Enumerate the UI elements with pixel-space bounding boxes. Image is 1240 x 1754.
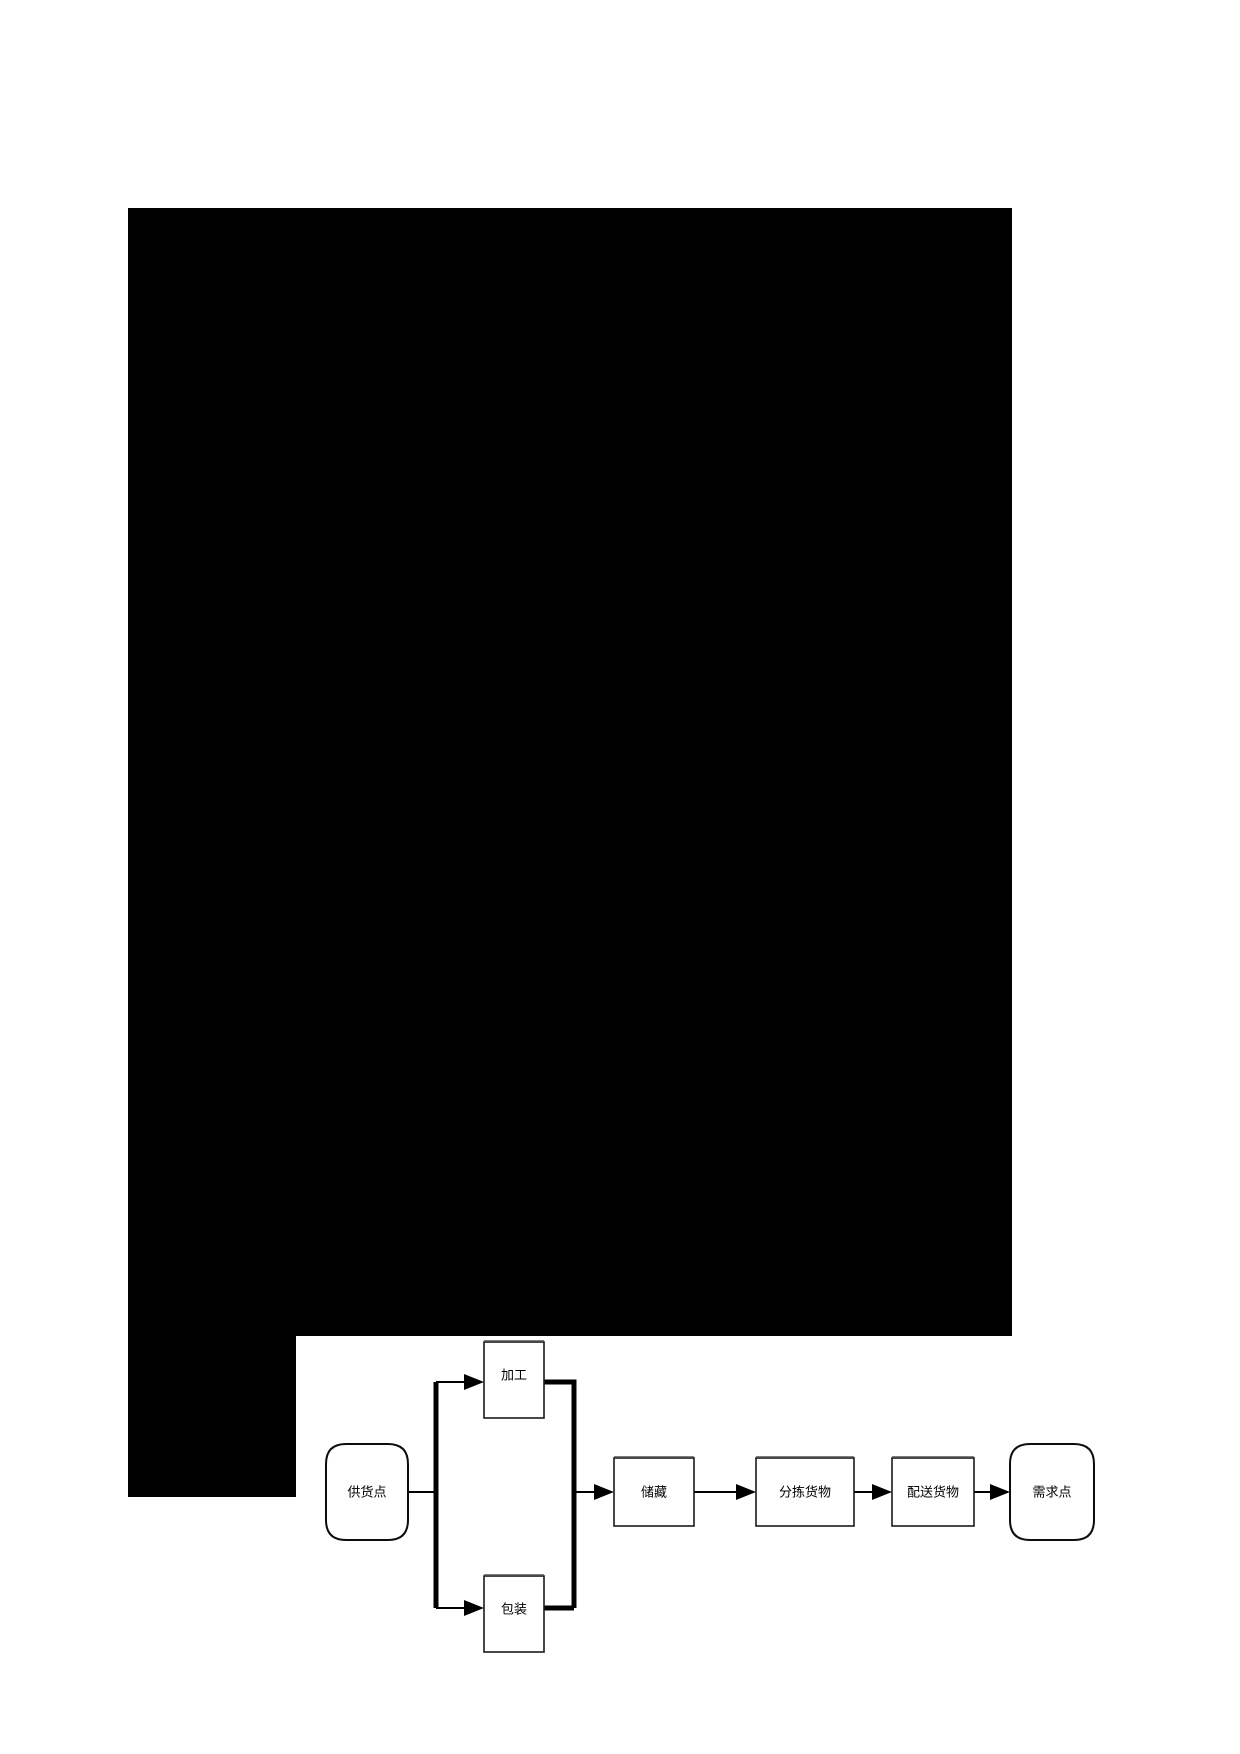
node-label-process: 加工 — [501, 1369, 527, 1384]
node-label-package: 包装 — [501, 1603, 527, 1618]
node-label-sorting: 分拣货物 — [779, 1485, 831, 1501]
node-label-demand: 需求点 — [1032, 1486, 1071, 1501]
edge-merge-to-storage — [574, 1484, 614, 1500]
edge-delivery-to-demand — [974, 1484, 1010, 1500]
edge-branch-to-package — [436, 1600, 484, 1616]
node-label-supply: 供货点 — [347, 1485, 386, 1501]
node-delivery[interactable]: 配送货物 — [891, 1456, 975, 1527]
node-package[interactable]: 包装 — [483, 1574, 545, 1653]
edge-branch-to-process — [436, 1374, 484, 1390]
node-label-delivery: 配送货物 — [907, 1485, 959, 1501]
edge-storage-to-sorting — [694, 1484, 756, 1500]
node-process[interactable]: 加工 — [483, 1340, 545, 1419]
edge-supply-to-branch — [408, 1382, 439, 1608]
logistics-flow-diagram-panel: 供货点 加工 包装 储藏 — [296, 1336, 1096, 1668]
redacted-content-block: 供货点 加工 包装 储藏 — [128, 208, 1096, 1668]
edge-sorting-to-delivery — [854, 1484, 892, 1500]
edge-process-to-merge — [544, 1379, 577, 1608]
node-sorting[interactable]: 分拣货物 — [755, 1456, 855, 1527]
node-supply-point[interactable]: 供货点 — [325, 1443, 409, 1541]
node-demand-point[interactable]: 需求点 — [1009, 1443, 1095, 1541]
node-label-storage: 储藏 — [641, 1486, 667, 1501]
node-storage[interactable]: 储藏 — [613, 1456, 695, 1527]
flow-diagram-canvas: 供货点 加工 包装 储藏 — [325, 1340, 1095, 1653]
